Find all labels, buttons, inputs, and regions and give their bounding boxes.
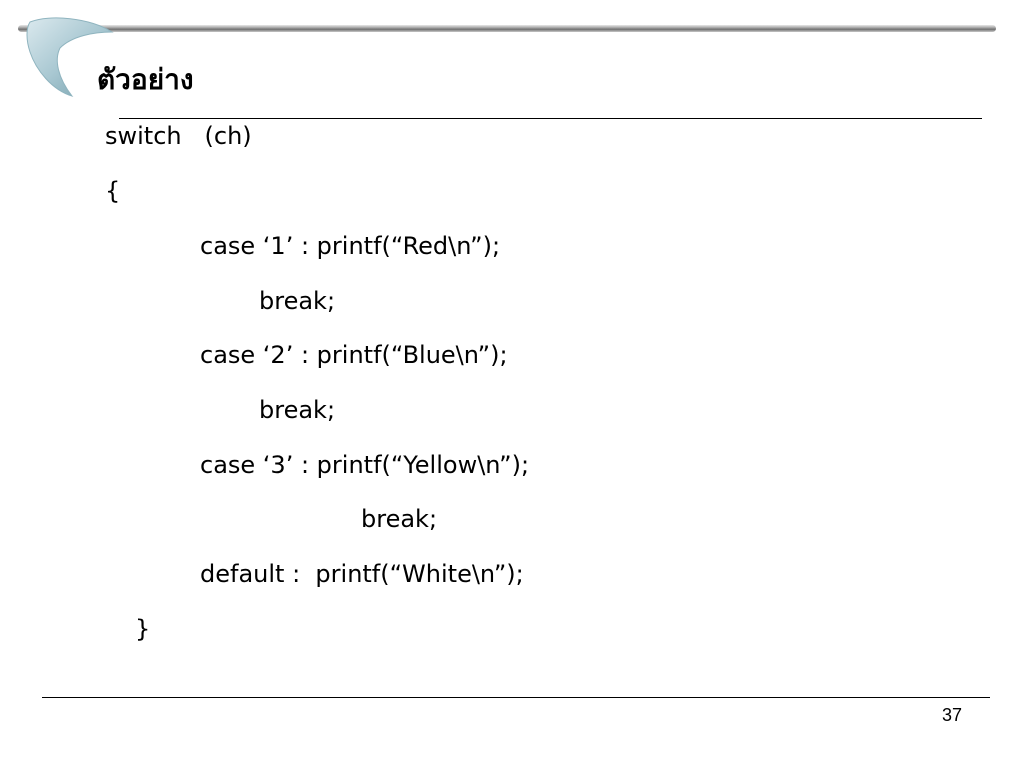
title-underline (119, 118, 982, 119)
code-line-close-brace: } (135, 615, 151, 643)
code-line-case-1: case ‘1’ : printf(“Red\n”); (200, 232, 501, 260)
footer-rule (42, 697, 990, 698)
code-line-case-2: case ‘2’ : printf(“Blue\n”); (200, 341, 508, 369)
code-line-break-2: break; (259, 396, 336, 424)
code-line-break-1: break; (259, 287, 336, 315)
code-line-break-3: break; (361, 505, 438, 533)
code-line-open-brace: { (105, 177, 121, 205)
page-number: 37 (941, 705, 962, 725)
code-line-case-3: case ‘3’ : printf(“Yellow\n”); (200, 451, 530, 479)
top-decorative-bar (18, 25, 996, 32)
code-line-switch: switch (ch) (105, 122, 252, 150)
slide-title: ตัวอย่าง (97, 63, 194, 96)
boomerang-logo-icon (24, 14, 116, 104)
code-line-default: default : printf(“White\n”); (200, 560, 524, 588)
